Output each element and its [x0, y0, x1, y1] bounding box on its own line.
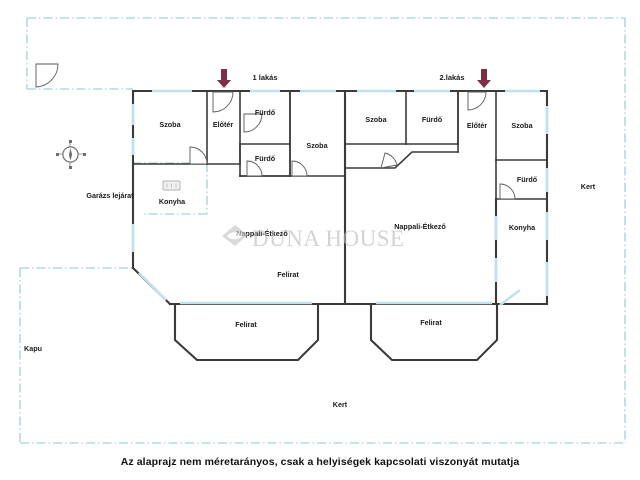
- gate-door-icon: [35, 63, 59, 88]
- room-label-szoba-3: Szoba: [365, 115, 387, 124]
- room-label-nappali-1: Nappali-Étkező: [236, 229, 288, 238]
- outside-label-garazs-lejarat: Garázs lejárat: [86, 191, 134, 200]
- porch-right: [369, 302, 499, 362]
- plan-caption: Az alaprajz nem méretarányos, csak a hel…: [120, 456, 520, 468]
- room-label-szoba-2: Szoba: [306, 141, 328, 150]
- room-label-felirat-2: Felirat: [235, 320, 257, 329]
- room-label-konyha-2: Konyha: [509, 223, 536, 232]
- room-label-furdo-4: Fürdő: [517, 175, 538, 184]
- outside-label-kert-right: Kert: [581, 182, 596, 191]
- outside-label-kapu: Kapu: [24, 344, 42, 353]
- outside-label-kert-bottom: Kert: [333, 400, 348, 409]
- unit-2-arrow-icon: [477, 69, 491, 88]
- room-label-felirat-1: Felirat: [277, 270, 299, 279]
- room-label-furdo-3: Fürdő: [422, 115, 443, 124]
- room-label-nappali-2: Nappali-Étkező: [394, 222, 446, 231]
- room-label-felirat-3: Felirat: [420, 318, 442, 327]
- property-boundary: [19, 17, 626, 444]
- compass-rose-icon: [56, 140, 86, 169]
- room-label-eloter-2: Előtér: [467, 121, 488, 130]
- walls-unit-2: [344, 90, 548, 306]
- room-label-konyha-1: Konyha: [159, 197, 186, 206]
- room-label-eloter-1: Előtér: [213, 120, 234, 129]
- unit-2-label: 2.lakás: [439, 73, 464, 82]
- room-label-szoba-4: Szoba: [511, 121, 533, 130]
- room-label-furdo-1: Fürdő: [255, 108, 276, 117]
- windows: [131, 89, 549, 307]
- unit-1-label: 1 lakás: [252, 73, 277, 82]
- unit-1-arrow-icon: [217, 69, 231, 88]
- stove-icon: [162, 180, 181, 191]
- interior-doors: [189, 91, 516, 200]
- room-label-szoba-1: Szoba: [159, 120, 181, 129]
- room-label-furdo-2: Fürdő: [255, 154, 276, 163]
- porch-left: [173, 302, 320, 362]
